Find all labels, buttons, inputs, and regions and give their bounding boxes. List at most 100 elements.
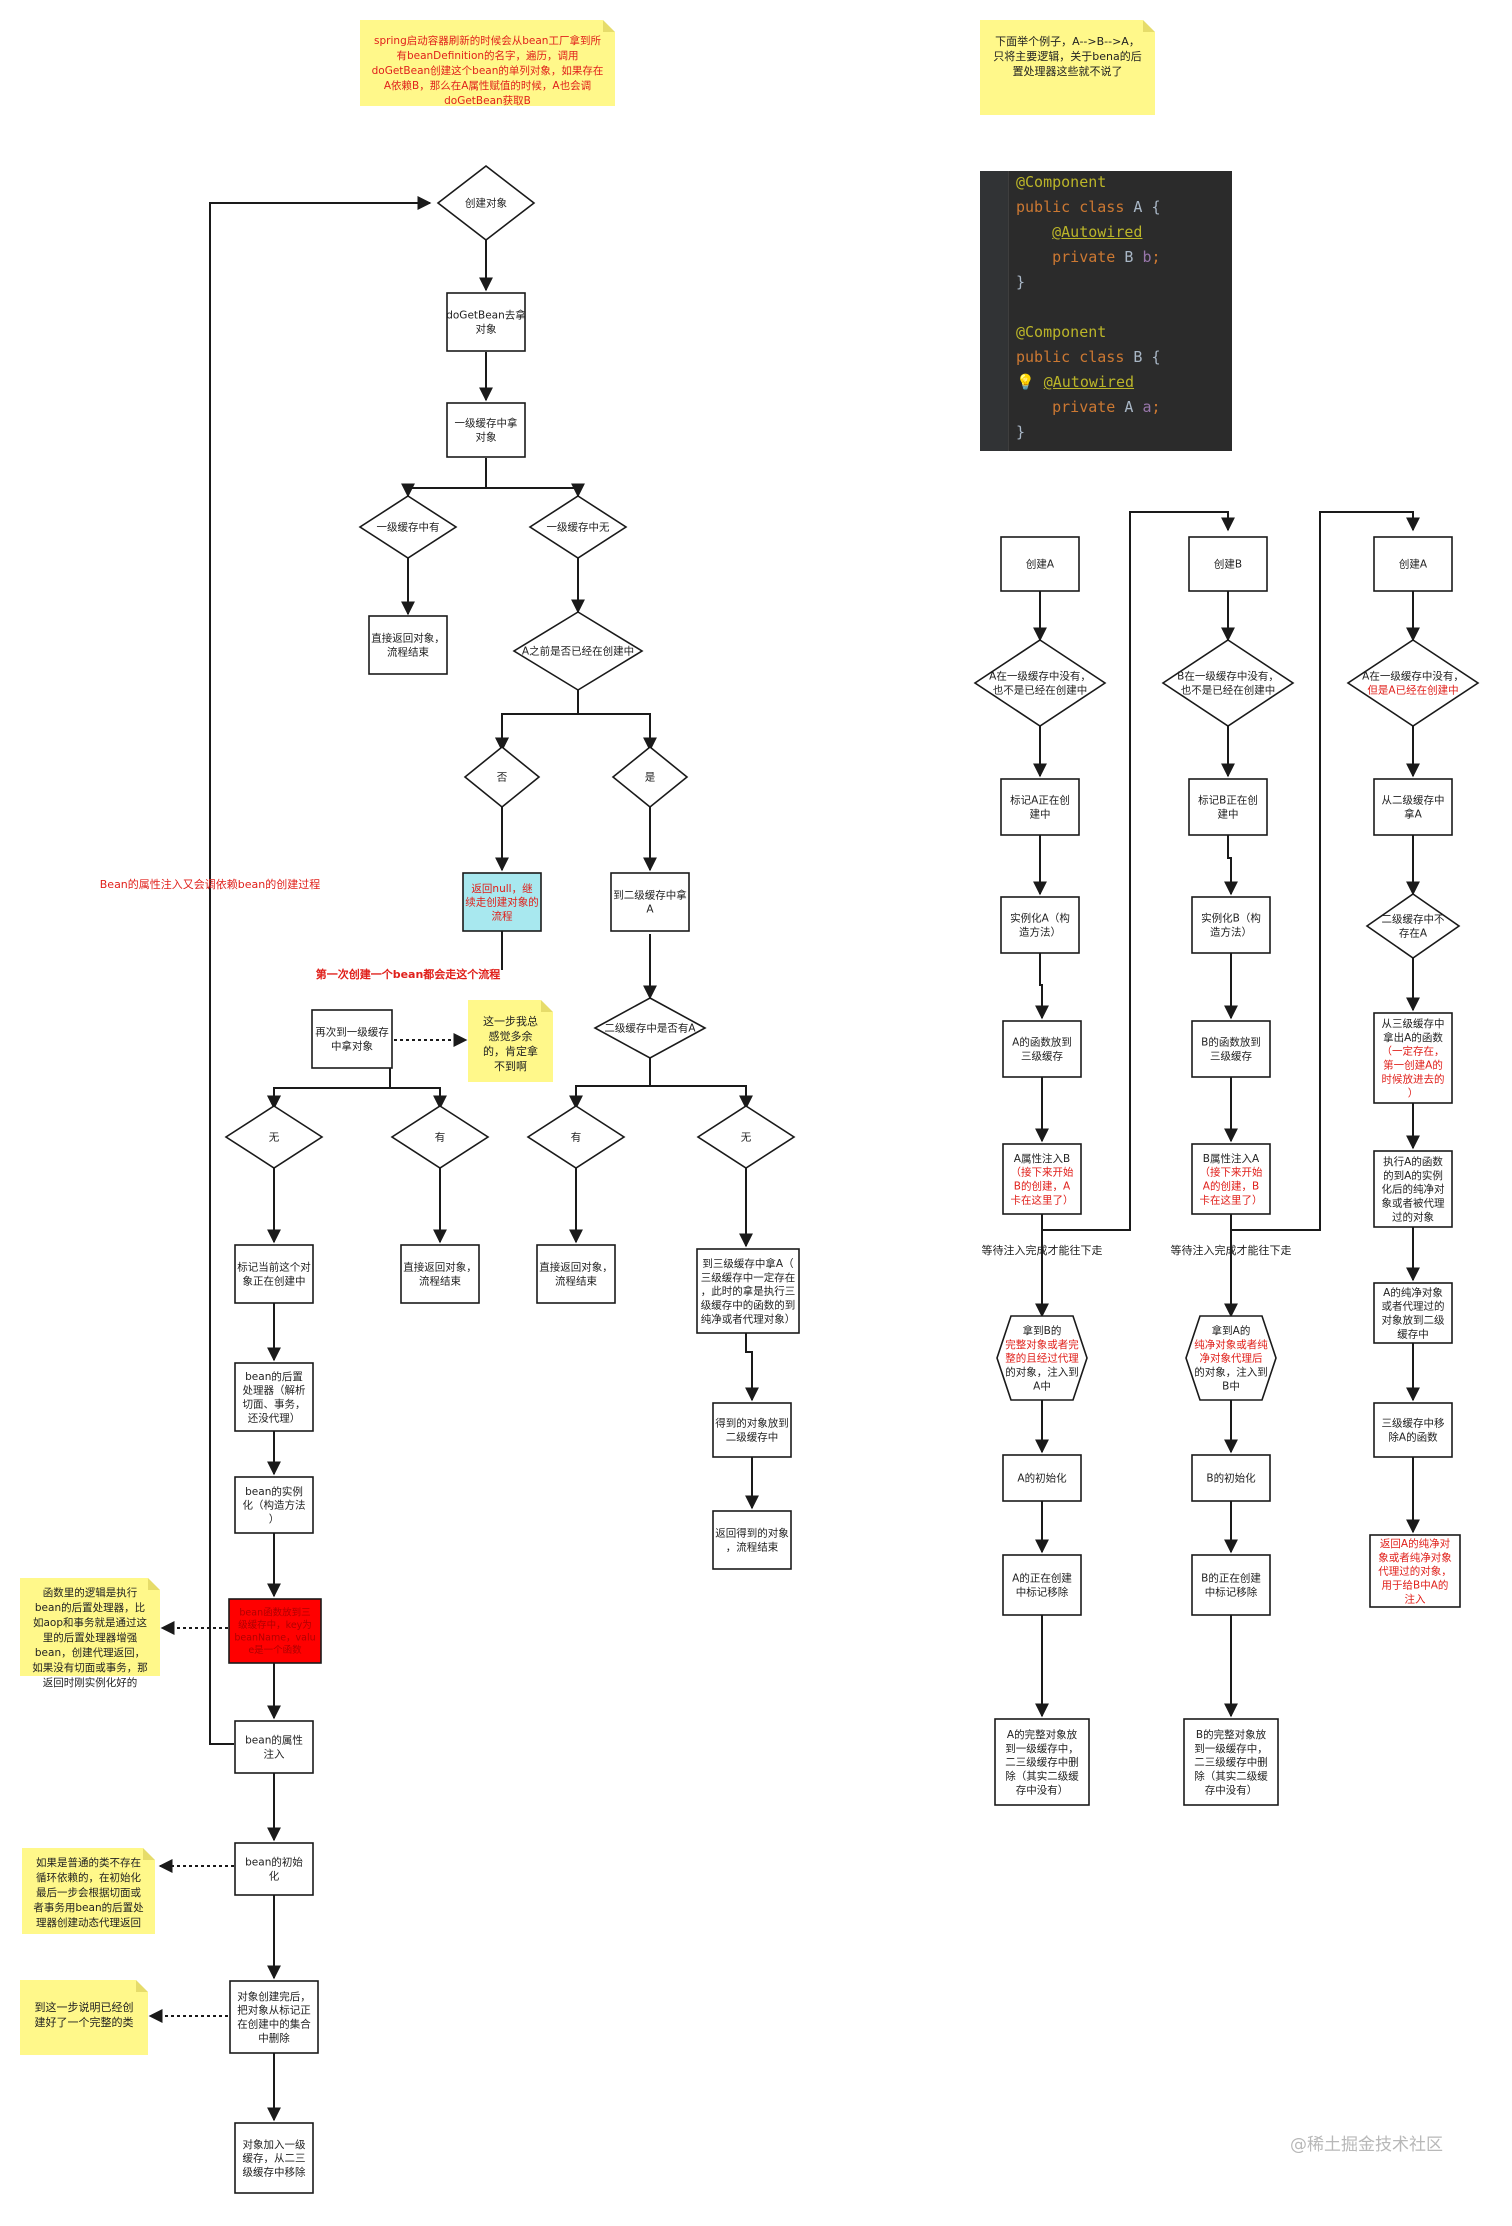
node-l1-none: 一级缓存中无 [528,495,628,559]
node-return-direct-3-text: 流程结束 [555,1275,597,1288]
node-a-final-shape [994,1718,1090,1806]
code-line: @Component [1016,173,1107,191]
code-gutter [980,171,1009,451]
node-l1-none-shape [528,495,628,559]
node-a-final-text: 除（其实二级缓 [1005,1770,1079,1783]
node-a-final-text: A的完整对象放 [1007,1728,1078,1741]
node-a2-l3-fn-text: （一定存在， [1382,1045,1445,1058]
connector [390,1087,447,1110]
node-instantiate-text: 化（构造方法 [243,1499,306,1512]
node-a2-l3-fn-text: ） [1408,1087,1419,1099]
node-a2-check: A在一级缓存中没有，但是A已经在创建中 [1346,639,1480,727]
node-init-text: bean的初始 [245,1856,303,1869]
note-spring-intro: spring启动容器刷新的时候会从bean工厂拿到所有beanDefinitio… [360,20,615,107]
code-snippet: @Component public class A { @Autowired p… [980,171,1232,451]
node-post-proc-text: 处理器（解析 [243,1384,306,1397]
node-l1-get-shape [446,402,526,458]
node-a2-exec-text: 过的对象 [1392,1210,1434,1223]
node-do-get-bean-shape [446,292,526,352]
watermark: @稀土掘金技术社区 [1290,2135,1443,2155]
node-b-init-shape [1191,1454,1271,1502]
node-do-get-bean-text: 对象 [476,323,497,336]
node-return-direct-2-text: 直接返回对象， [403,1261,477,1274]
node-a-inject-b-text: 卡在这里了） [1011,1193,1074,1206]
node-create-a2: 创建A [1373,536,1453,592]
node-a-fn-l3-text: A的函数放到 [1012,1036,1072,1049]
node-add-l1-shape [234,2122,314,2194]
node-inst-a: 实例化A（构造方法） [1000,896,1080,954]
node-done-remove-text: 在创建中的集合 [237,2018,311,2031]
node-no: 否 [463,745,541,809]
node-mark-creating-shape [234,1244,314,1304]
node-post-proc-text: 切面、事务， [243,1398,306,1411]
node-a-check-shape [973,639,1107,727]
node-b-get-a-text: 的对象，注入到 [1194,1366,1268,1379]
label-wait-a: 等待注入完成才能往下走 [982,1243,1103,1257]
node-none-2-text: 无 [741,1132,752,1144]
connector [578,713,657,752]
node-none-2-shape [696,1105,796,1169]
node-b-get-a-text: 净对象代理后 [1200,1352,1263,1365]
node-inst-b-text: 造方法） [1210,926,1252,939]
node-a-remove-mark-text: A的正在创建 [1012,1572,1072,1585]
node-a2-exec-text: 的到A的实例 [1383,1169,1443,1182]
node-return-direct-3-shape [536,1244,616,1304]
node-red-box-text: e是一个函数 [248,1644,302,1656]
node-post-proc-shape [234,1362,314,1432]
node-b-inject-a-text: （接下来开始 [1200,1166,1263,1179]
note-complete: 到这一步说明已经创建好了一个完整的类 [20,1980,148,2055]
node-return-direct-3-text: 直接返回对象， [539,1261,613,1274]
node-a2-remove-l3-text: 除A的函数 [1388,1431,1438,1444]
node-retry-l1-text: 中拿对象 [331,1040,373,1053]
node-b-check-text: 也不是已经在创建中 [1181,684,1276,697]
node-a2-check-text: A在一级缓存中没有， [1362,670,1464,683]
node-a2-l3-fn-text: 时候放进去的 [1382,1072,1445,1085]
node-put-l2-shape [712,1402,792,1458]
node-instantiate-text: bean的实例 [245,1485,303,1498]
connector [1231,511,1420,1231]
node-create-a-shape [1000,536,1080,592]
node-has-2: 有 [526,1105,626,1169]
node-done-remove-text: 对象创建完后， [237,1990,311,2003]
node-a2-return-shape [1369,1534,1461,1608]
code-line: 💡 @Autowired [1016,373,1135,391]
node-create-b: 创建B [1188,536,1268,592]
node-b-final-text: 二三级缓存中删 [1194,1756,1268,1769]
node-red-box-shape [228,1598,322,1664]
node-l3-get-text: 三级缓存中一定存在 [701,1271,796,1284]
node-b-inject-a-text: B属性注入A [1203,1152,1260,1165]
node-red-box-text: beanName，valu [234,1633,315,1644]
node-a2-from-l2-text: 从二级缓存中 [1382,794,1445,807]
node-a-check-text: 也不是已经在创建中 [993,684,1088,697]
connector [209,196,432,1745]
node-a2-exec-text: 化后的纯净对 [1382,1183,1445,1196]
node-post-proc-text: bean的后置 [245,1370,303,1383]
node-yes-shape [611,745,689,809]
node-add-l1-text: 级缓存中移除 [243,2166,306,2179]
node-l3-get-text: 到三级缓存中拿A（ [702,1257,793,1270]
node-l1-has-text: 一级缓存中有 [377,521,440,534]
node-l1-get-text: 对象 [476,431,497,444]
node-l2-has-a-shape [593,997,707,1059]
node-a2-put-l2-text: 或者代理过的 [1382,1300,1445,1313]
node-mark-creating-text: 标记当前这个对 [237,1261,311,1274]
code-line: public class B { [1016,348,1161,366]
node-a-get-b-text: 拿到B的 [1023,1324,1062,1337]
node-return-direct-2-shape [400,1244,480,1304]
node-retry-l1-text: 再次到一级缓存 [315,1026,389,1039]
node-retry-l1-shape [311,1009,393,1069]
node-l3-get: 到三级缓存中拿A（三级缓存中一定存在，此时的拿是执行三级缓存中的函数的到纯净或者… [696,1248,800,1334]
node-has-1-shape [390,1105,490,1169]
node-mark-a-text: 标记A正在创 [1010,794,1070,807]
node-return-null-text: 流程 [492,910,513,923]
